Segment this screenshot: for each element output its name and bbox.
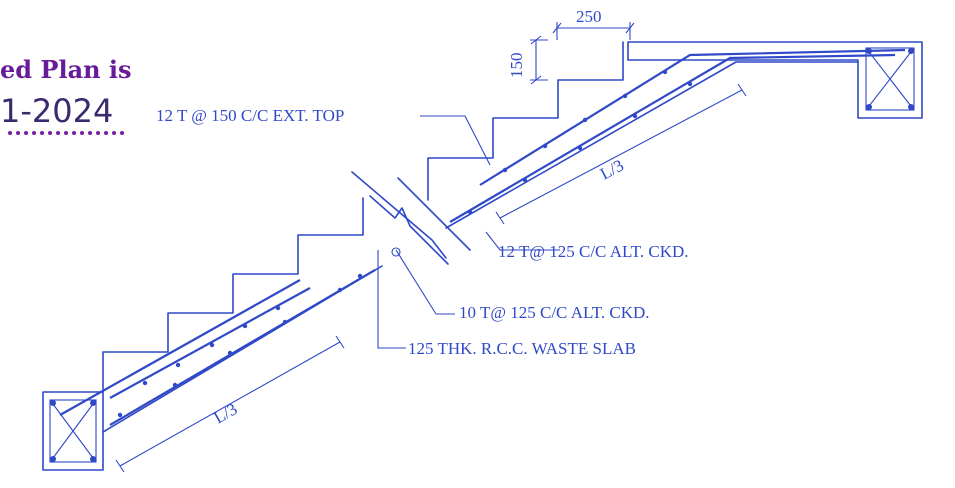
stamp-title: ed Plan is — [0, 55, 132, 84]
upper-steps — [427, 41, 624, 201]
tread-dimension-label: 250 — [576, 7, 602, 26]
note-distribution-bar: 10 T@ 125 C/C ALT. CKD. — [459, 303, 650, 322]
stamp-dotted-underline — [8, 131, 124, 135]
riser-dimension-label: 150 — [507, 53, 526, 79]
note-top-bar: 12 T @ 150 C/C EXT. TOP — [156, 106, 344, 125]
lower-steps — [102, 197, 364, 393]
riser-dimension: 150 — [507, 35, 548, 85]
distribution-bar-dots — [117, 69, 693, 418]
note-main-bar: 12 T@ 125 C/C ALT. CKD. — [498, 242, 689, 261]
lower-beam — [42, 391, 104, 471]
stamp-date: 1-2024 — [0, 92, 113, 130]
note-waist-slab: 125 THK. R.C.C. WASTE SLAB — [408, 339, 636, 358]
upper-lap-dimension: L/3 — [495, 83, 747, 225]
approval-stamp: ed Plan is 1-2024 — [0, 55, 132, 135]
lower-lap-label: L/3 — [211, 399, 241, 427]
break-lines — [351, 171, 471, 265]
upper-lap-label: L/3 — [597, 156, 627, 184]
note-leaders — [377, 115, 560, 349]
upper-beam — [627, 41, 923, 119]
tread-dimension: 250 — [552, 7, 635, 40]
main-reinforcement — [59, 48, 906, 426]
